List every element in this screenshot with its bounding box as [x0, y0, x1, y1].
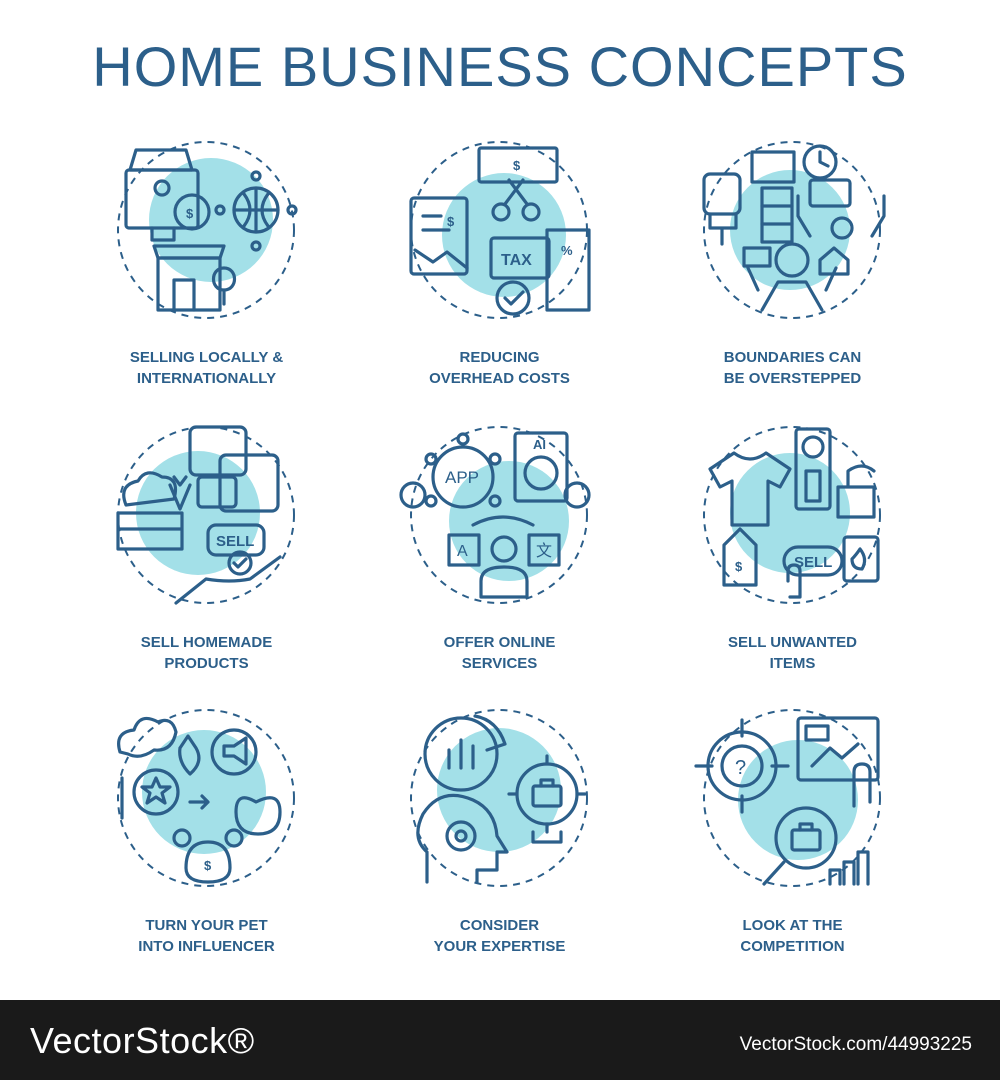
caption-line: SERVICES [461, 655, 538, 672]
concept-competition: ? LOOK AT THE COMPETITION [646, 708, 939, 988]
dollar-glyph: $ [513, 158, 521, 173]
dollar-glyph: $ [204, 858, 212, 873]
concept-grid: $ SELLING LOCALLY & INTERNATIONALLY $ [60, 140, 940, 970]
app-label: APP [445, 468, 479, 487]
caption-line: CONSIDER [459, 917, 540, 934]
concept-caption: SELL UNWANTED ITEMS [646, 632, 939, 674]
caption-line: ITEMS [769, 655, 816, 672]
concept-caption: SELL HOMEMADE PRODUCTS [60, 632, 353, 674]
caption-line: OFFER ONLINE [443, 634, 556, 651]
caption-line: YOUR EXPERTISE [433, 938, 566, 955]
work-home-boundary-icon: ? [702, 140, 886, 320]
concept-homemade: SELL SELL HOMEMADE PRODUCTS [60, 425, 353, 705]
caption-line: REDUCING [459, 349, 540, 366]
concept-caption: REDUCING OVERHEAD COSTS [353, 347, 646, 389]
dollar-glyph: $ [186, 206, 194, 221]
latin-glyph: A [457, 543, 468, 560]
expertise-icon [409, 708, 589, 888]
storefront-globe-icon: $ [116, 140, 298, 320]
caption-line: SELLING LOCALLY & [129, 349, 284, 366]
homemade-goods-icon: SELL [116, 425, 296, 605]
concept-reducing-costs: $ $ TAX % REDUCING OVERHEAD COSTS [353, 140, 646, 420]
caption-line: SELL HOMEMADE [140, 634, 273, 651]
caption-line: LOOK AT THE [742, 917, 843, 934]
concept-caption: BOUNDARIES CAN BE OVERSTEPPED [646, 347, 939, 389]
percent-glyph: % [561, 243, 573, 258]
unwanted-items-icon: $ SELL [702, 425, 882, 605]
dollar-glyph: $ [735, 559, 743, 574]
concept-unwanted-items: $ SELL SELL UNWANTED ITEMS [646, 425, 939, 705]
tax-label: TAX [501, 252, 532, 269]
ai-label: AI [533, 437, 546, 452]
caption-line: INTERNATIONALLY [136, 370, 277, 387]
pet-influencer-icon: $ [116, 708, 296, 888]
caption-line: INTO INFLUENCER [138, 938, 275, 955]
dollar-glyph: $ [447, 214, 455, 229]
caption-line: OVERHEAD COSTS [429, 370, 570, 387]
caption-line: BE OVERSTEPPED [723, 370, 862, 387]
caption-line: SELL UNWANTED [728, 634, 857, 651]
caption-line: BOUNDARIES CAN [723, 349, 862, 366]
concept-caption: TURN YOUR PET INTO INFLUENCER [60, 915, 353, 957]
cjk-glyph: 文 [536, 542, 552, 560]
image-id-label: VectorStock.com/44993225 [739, 1034, 972, 1055]
sell-button-label: SELL [794, 554, 832, 571]
caption-line: COMPETITION [740, 938, 845, 955]
concept-caption: OFFER ONLINE SERVICES [353, 632, 646, 674]
concept-online-services: APP AI A 文 OFFER ONLINE SERVICES [353, 425, 646, 705]
question-glyph: ? [735, 757, 746, 779]
concept-caption: CONSIDER YOUR EXPERTISE [353, 915, 646, 957]
competition-icon: ? [694, 708, 882, 888]
concept-boundaries: ? BOUNDARIES CAN BE OVERSTEPPED [646, 140, 939, 420]
concept-selling-locally: $ SELLING LOCALLY & INTERNATIONALLY [60, 140, 353, 420]
concept-expertise: CONSIDER YOUR EXPERTISE [353, 708, 646, 988]
caption-line: TURN YOUR PET [145, 917, 268, 934]
online-services-icon: APP AI A 文 [399, 425, 591, 605]
sell-tag-label: SELL [216, 533, 254, 550]
concept-caption: LOOK AT THE COMPETITION [646, 915, 939, 957]
concept-pet-influencer: $ TURN YOUR PET INTO INFLUENCER [60, 708, 353, 988]
concept-caption: SELLING LOCALLY & INTERNATIONALLY [60, 347, 353, 389]
watermark-footer: VectorStock® VectorStock.com/44993225 [0, 1000, 1000, 1080]
caption-line: PRODUCTS [164, 655, 249, 672]
brand-logo: VectorStock® [30, 1020, 255, 1061]
page-title: HOME BUSINESS CONCEPTS [92, 35, 908, 98]
tax-scissors-icon: $ $ TAX % [409, 140, 591, 320]
